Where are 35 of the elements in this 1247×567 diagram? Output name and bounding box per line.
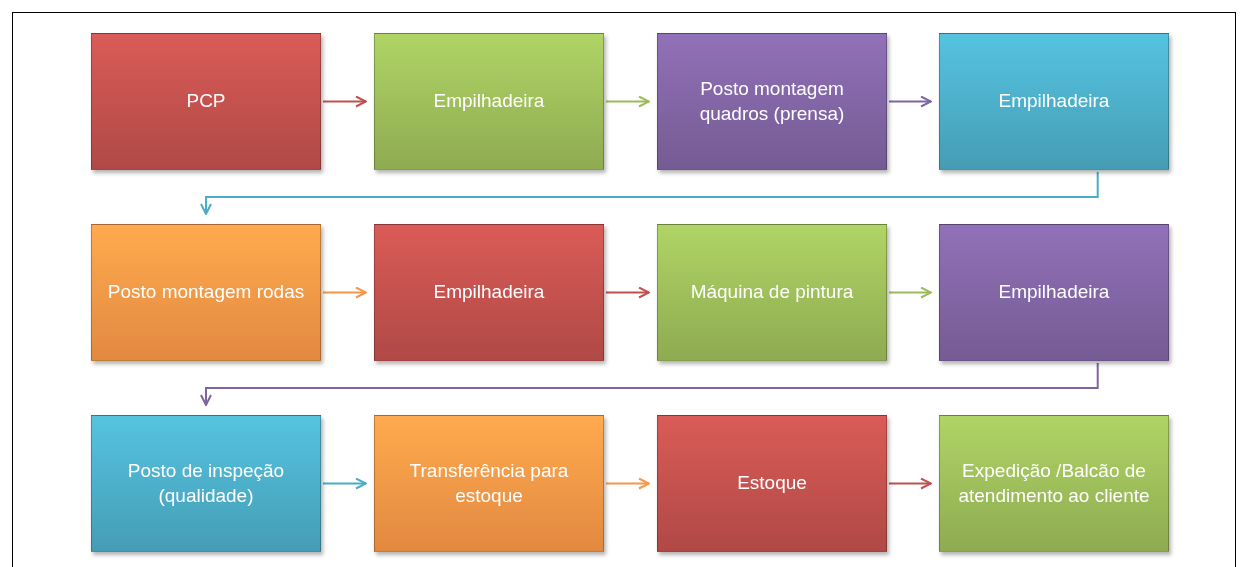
arrow [322,95,367,108]
box-label: Empilhadeira [998,89,1110,114]
box-label: Empilhadeira [433,89,545,114]
box-label: PCP [186,89,226,114]
arrow [605,477,650,490]
box-label: Posto montagem rodas [107,280,305,305]
process-box [939,33,1169,170]
box-label: Máquina de pintura [690,280,854,305]
arrow [200,362,1099,406]
process-box [91,224,321,361]
arrow [200,171,1099,215]
arrow [605,286,650,299]
process-box [657,33,887,170]
process-box [374,33,604,170]
process-box [91,415,321,552]
process-box [657,224,887,361]
box-label: Empilhadeira [433,280,545,305]
box-label: Posto montagem quadros (prensa) [698,76,846,126]
process-box [374,224,604,361]
arrow [605,95,650,108]
process-box [939,415,1169,552]
arrow [322,477,367,490]
process-box [657,415,887,552]
arrow [888,95,932,108]
box-label: Expedição /Balcão de atendimento ao cliente [957,458,1151,508]
box-label: Transferência para estoque [408,458,570,508]
box-label: Empilhadeira [998,280,1110,305]
process-box [939,224,1169,361]
box-label: Estoque [737,471,807,496]
process-box [91,33,321,170]
arrow [322,286,367,299]
arrow [888,477,932,490]
process-box [374,415,604,552]
box-label: Posto de inspeção (qualidade) [126,458,286,508]
arrow [888,286,932,299]
